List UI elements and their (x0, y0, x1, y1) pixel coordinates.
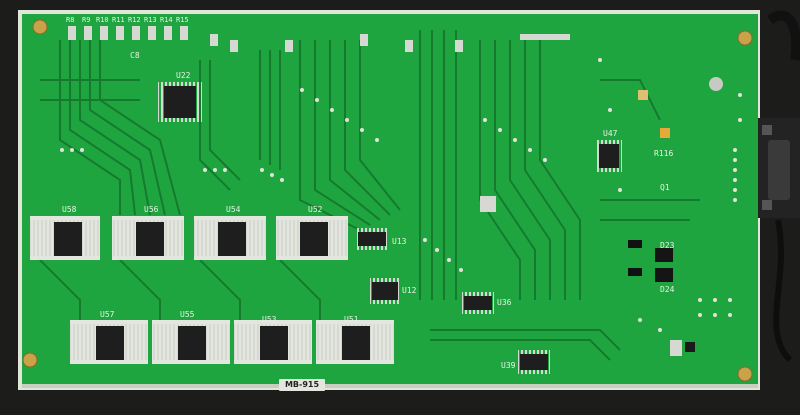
label-r11: R11 (112, 16, 125, 24)
label-r15: R15 (176, 16, 189, 24)
standoffs (22, 19, 753, 382)
label-r9: R9 (82, 16, 91, 24)
label-u13: U13 (392, 237, 407, 246)
vias (60, 58, 742, 332)
label-r14: R14 (160, 16, 173, 24)
label-u52: U52 (308, 205, 323, 214)
label-u22: U22 (176, 71, 191, 80)
label-r8: R8 (66, 16, 75, 24)
label-u57: U57 (100, 310, 115, 319)
label-d23: D23 (660, 241, 675, 250)
label-u54: U54 (226, 205, 241, 214)
label-c8: C8 (130, 51, 140, 60)
label-u51: U51 (344, 315, 359, 324)
label-r10: R10 (96, 16, 109, 24)
label-q1: Q1 (660, 183, 670, 192)
db9-connector (758, 118, 800, 218)
ic-small (356, 140, 622, 374)
label-u58: U58 (62, 205, 77, 214)
label-r12: R12 (128, 16, 141, 24)
label-u36: U36 (497, 298, 512, 307)
label-u55: U55 (180, 310, 195, 319)
label-u12: U12 (402, 286, 417, 295)
label-d24: D24 (660, 285, 675, 294)
cable-lower (773, 219, 793, 363)
cable (767, 10, 800, 61)
label-u53: U53 (262, 315, 277, 324)
label-r116: R116 (654, 149, 674, 158)
label-u39: U39 (501, 361, 516, 370)
label-u56: U56 (144, 205, 159, 214)
board-lower-edge (22, 384, 758, 388)
top-header-pads (68, 26, 570, 52)
label-r13: R13 (144, 16, 157, 24)
label-u47: U47 (603, 129, 618, 138)
ic-row-lower (70, 320, 394, 364)
right-components (480, 77, 723, 356)
ic-u22 (158, 82, 202, 122)
ic-row-upper (30, 216, 348, 260)
board-id-tag: MB-915 (279, 379, 325, 391)
